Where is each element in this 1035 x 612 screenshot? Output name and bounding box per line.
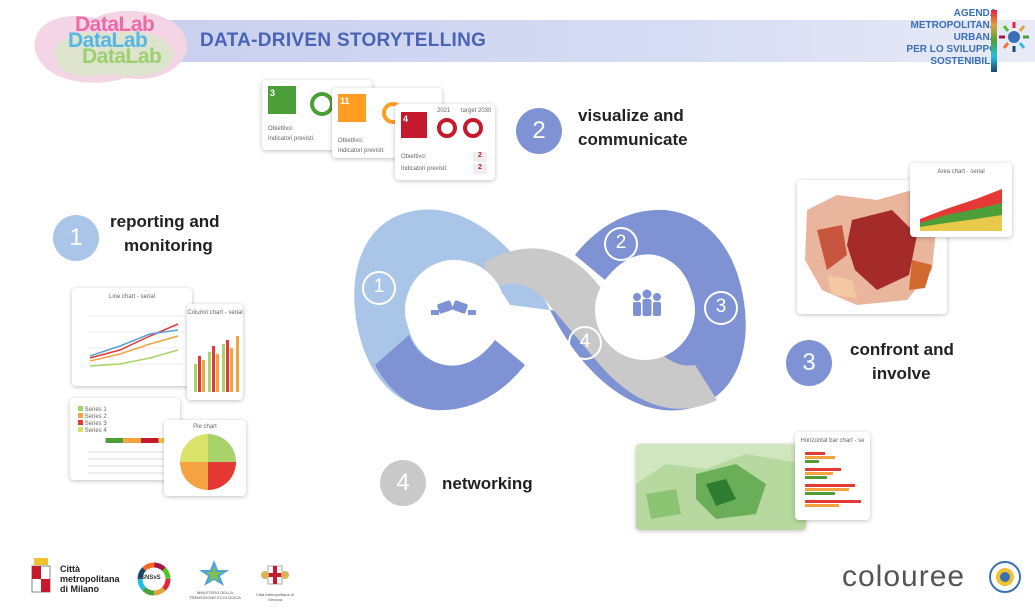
agenda-logo-text: AGENDA METROPOLITANA URBANA PER LO SVILU… (906, 8, 997, 68)
step-1-line2: monitoring (124, 236, 213, 255)
step-2-label: visualize and communicate (578, 104, 688, 152)
infinity-loop-diagram (354, 209, 746, 411)
step-2-line2: communicate (578, 130, 688, 149)
step-2-circle: 2 (516, 108, 562, 154)
year-label: target 2030 (461, 108, 492, 114)
step-4-circle: 4 (380, 460, 426, 506)
series-name: Series 3 (84, 421, 107, 427)
ministry-star-icon (199, 560, 229, 586)
step-3-line1: confront and (850, 340, 954, 359)
indicators-label: Indicatori previsti: (338, 148, 385, 154)
city-line: metropolitana (60, 574, 120, 584)
value-box: 2 (473, 152, 487, 162)
snsvs-logo-icon (137, 562, 171, 596)
logo-word-3: DataLab (82, 45, 162, 68)
donut-indicator (437, 118, 457, 138)
agenda-line: METROPOLITANA (910, 20, 997, 31)
sdg-badge: 3 (268, 86, 296, 114)
series-name: Series 1 (84, 407, 107, 413)
sdg-badge: 4 (401, 112, 427, 138)
column-chart-card: Column chart - serial (187, 304, 243, 400)
step-1-label: reporting and monitoring (110, 210, 220, 258)
milano-logo-text: Città metropolitana di Milano (60, 564, 120, 594)
city-line: Città (60, 564, 80, 574)
genova-text: Città Metropolitana di Genova (256, 592, 294, 602)
city-line: di Milano (60, 584, 99, 594)
donut-indicator (310, 92, 334, 116)
loop-number-4: 4 (579, 331, 591, 352)
snsvs-text: SNSvS (141, 575, 161, 581)
bar-chart-title: Horizontal bar chart - se (800, 438, 865, 444)
step-3-line2: involve (872, 364, 931, 383)
line-chart-card: Line chart - serial (72, 288, 192, 386)
genova-crest-icon (261, 565, 289, 585)
sdg-badge: 11 (338, 94, 366, 122)
agenda-color-stripes (991, 10, 997, 72)
datalab-logo (34, 10, 187, 83)
column-chart-title: Column chart - serial (187, 310, 243, 316)
table-rows (88, 446, 176, 474)
agenda-line: URBANA (953, 32, 997, 43)
indicators-label: Indicatori previsti: (268, 136, 315, 142)
globe-seal-icon (989, 561, 1021, 593)
colouree-logo: colouree (842, 560, 966, 593)
donut-indicator (463, 118, 483, 138)
line-chart-title: Line chart - serial (108, 294, 156, 300)
table-card: Series 1 Series 2 Series 3 Series 4 (70, 398, 180, 480)
area-chart-title: Area chart - serial (937, 169, 985, 175)
pie-chart-title: Pie chart (193, 424, 217, 430)
step-1-circle: 1 (53, 215, 99, 261)
bar-chart-card: Horizontal bar chart - se (795, 432, 870, 520)
step-2-line1: visualize and (578, 106, 684, 125)
legend: Series 1 Series 2 Series 3 Series 4 (78, 406, 107, 434)
loop-number-1: 1 (373, 276, 385, 297)
indicators-label: Indicatori previsti: (401, 166, 448, 172)
step-4-label: networking (442, 474, 533, 493)
heatmap-card (797, 180, 947, 314)
agenda-line: AGENDA (953, 8, 997, 19)
series-name: Series 2 (84, 414, 107, 420)
page-title: DATA-DRIVEN STORYTELLING (200, 30, 487, 51)
logo-word-2: DataLab (68, 29, 148, 52)
agenda-line: PER LO SVILUPPO (906, 44, 997, 55)
loop-number-3: 3 (715, 296, 727, 317)
loop-number-2: 2 (615, 232, 627, 253)
series-name: Series 4 (84, 428, 107, 434)
handshake-icon (431, 300, 476, 315)
objective-label: Obiettivo: (338, 138, 364, 144)
logo-word-1: DataLab (75, 13, 155, 36)
value-box: 2 (473, 164, 487, 174)
sdg-card-4: 4 2021 target 2030 Obiettivo: Indicatori… (395, 104, 495, 180)
sun-icon (999, 22, 1029, 52)
people-icon (633, 289, 661, 316)
header-bar (150, 20, 1035, 62)
objective-label: Obiettivo: (268, 126, 294, 132)
step-3-circle: 3 (786, 340, 832, 386)
ministry-text: MINISTERO DELLA TRANSIZIONE ECOLOGICA (189, 590, 241, 600)
step-3-label: confront and involve (850, 338, 954, 386)
agenda-line: SOSTENIBILE (930, 56, 997, 67)
pie-chart-card: Pie chart (164, 420, 246, 496)
table-header-row (88, 438, 176, 443)
step-1-line1: reporting and (110, 212, 220, 231)
loop-left-lower (375, 335, 525, 411)
green-map-card (636, 444, 806, 530)
milano-crest-icon (31, 558, 51, 593)
area-chart-card: Area chart - serial (910, 163, 1012, 237)
objective-label: Obiettivo: (401, 154, 427, 160)
year-label: 2021 (437, 108, 451, 114)
